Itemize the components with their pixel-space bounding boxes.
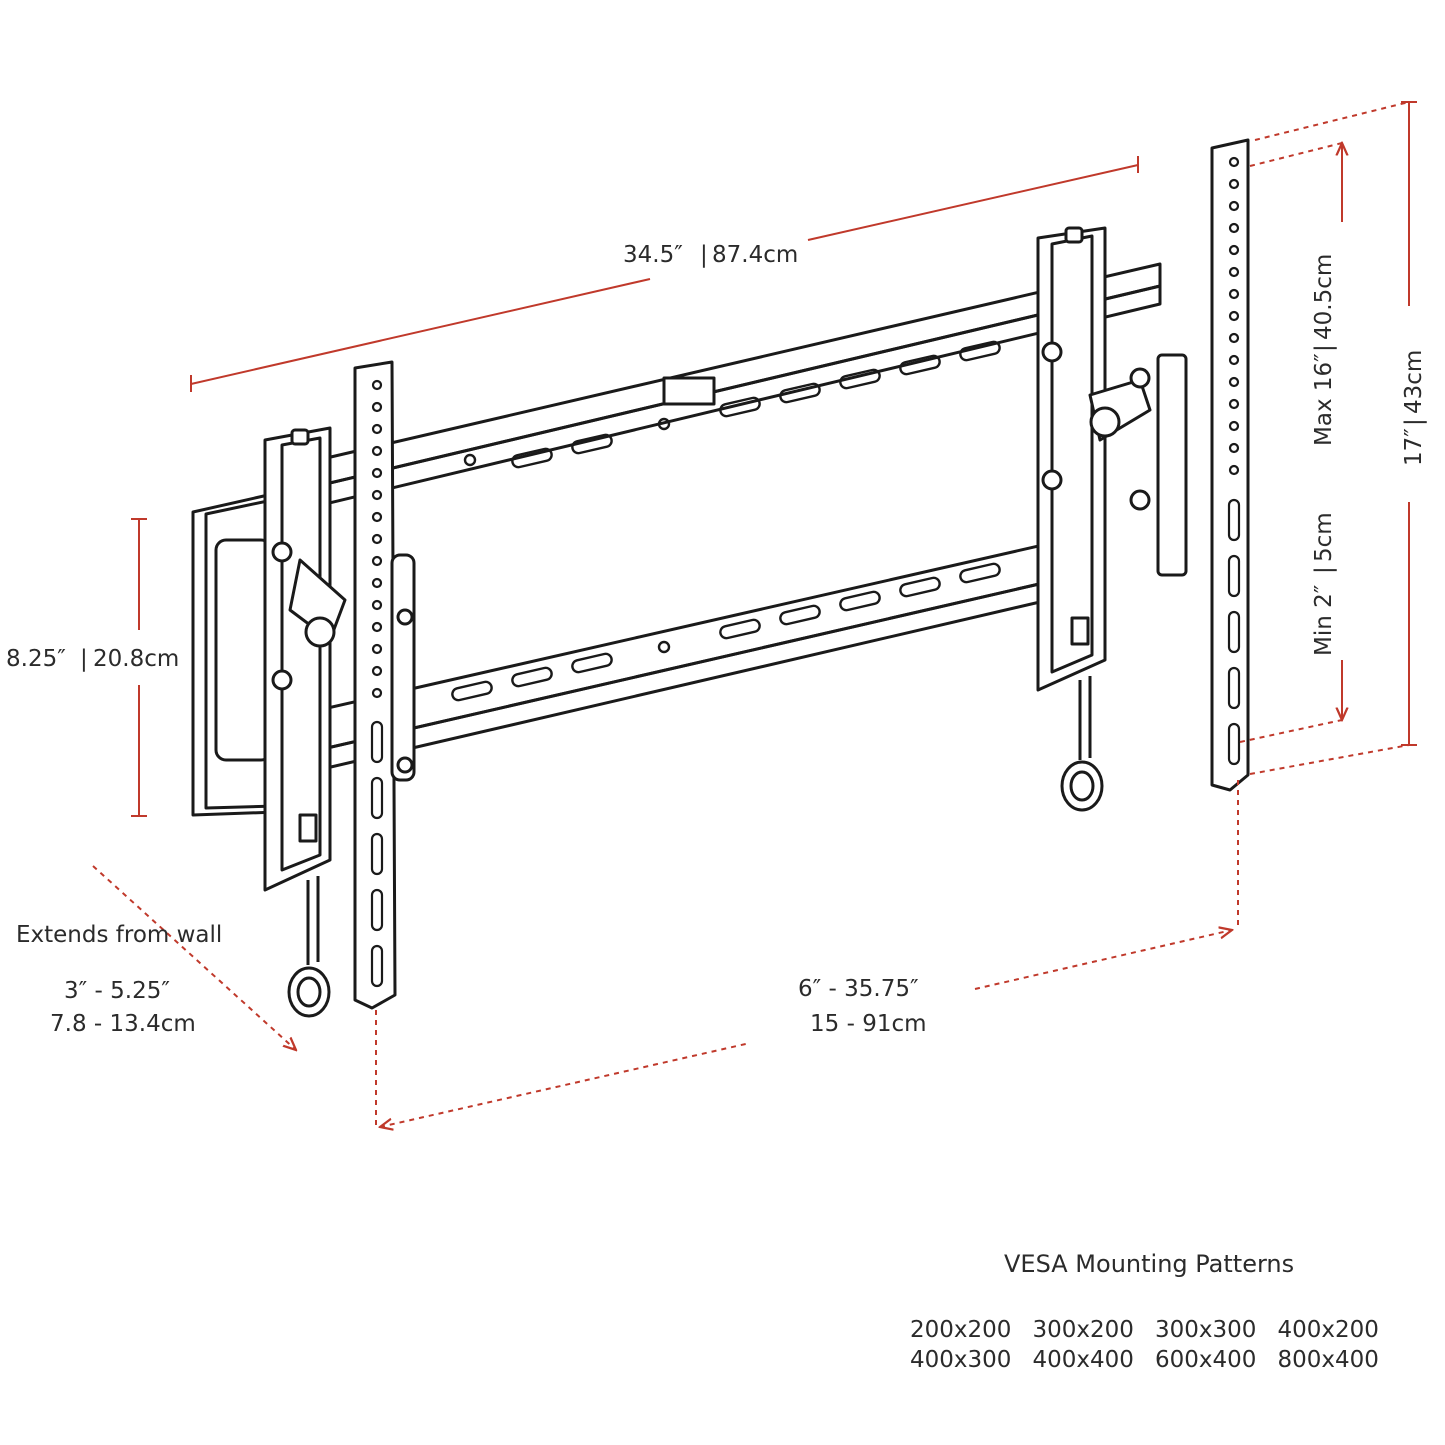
width-imperial: 34.5″ [623,242,683,268]
max-shift-imperial: Max 16″ [1311,353,1337,446]
left-arm-holes [370,379,384,988]
left-tilt-mechanism [263,426,347,1018]
vesa-pattern: 300x300 [1155,1317,1257,1343]
width-divider: | [700,242,708,268]
min-shift-imperial: Min 2″ [1311,584,1337,656]
vesa-patterns: 200x200 300x200 300x300 400x200 400x300 … [910,1317,1400,1373]
right-tilt-mechanism [1036,226,1188,812]
bracket-height-divider: | [80,646,88,672]
max-shift-divider: | [1311,344,1337,352]
wall-plate [191,262,1162,817]
vesa-pattern: 400x300 [910,1347,1012,1373]
extends-imperial: 3″ - 5.25″ [64,978,170,1004]
bracket-height-metric: 20.8cm [93,646,179,672]
vesa-pattern: 400x400 [1032,1347,1134,1373]
min-shift-metric: 5cm [1311,512,1337,562]
extends-label: Extends from wall [16,922,223,948]
bracket-height-imperial: 8.25″ [6,646,66,672]
stud-range-metric: 15 - 91cm [810,1011,927,1037]
max-shift-metric: 40.5cm [1311,254,1337,340]
extends-metric: 7.8 - 13.4cm [50,1011,196,1037]
dimension-lines [92,101,1417,1127]
vesa-pattern: 300x200 [1032,1317,1134,1343]
vesa-title: VESA Mounting Patterns [1004,1250,1295,1278]
vesa-pattern: 400x200 [1277,1317,1379,1343]
min-shift-divider: | [1311,566,1337,574]
right-arm-holes [1227,156,1241,766]
vesa-pattern: 800x400 [1277,1347,1379,1373]
arm-height-imperial: 17″ [1401,428,1427,466]
rail-slots [451,340,1001,702]
arm-height-metric: 43cm [1401,350,1427,414]
stud-range-imperial: 6″ - 35.75″ [798,976,919,1002]
width-metric: 87.4cm [712,242,798,268]
arm-height-divider: | [1401,418,1427,426]
left-vertical-arm [353,360,416,1010]
vesa-pattern: 200x200 [910,1317,1012,1343]
vesa-pattern: 600x400 [1155,1347,1257,1373]
